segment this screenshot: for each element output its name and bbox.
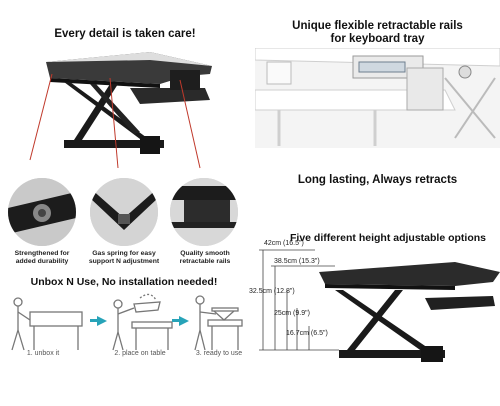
detail-panel: Every detail is taken care! [0,0,245,170]
height-label-42: 42cm (16.5") [264,240,304,247]
detail-caption-2-line1: Gas spring for easy [92,250,156,257]
step-arrow-1-line [90,319,98,322]
step-arrow-2-line [172,319,180,322]
rails-image [255,48,500,148]
rails-title-line1: Unique flexible retractable rails [292,20,463,32]
detail-caption-2: Gas spring for easy support N adjustment [80,250,168,266]
step-arrow-1 [97,315,107,326]
install-steps-illustration [11,293,243,351]
detail-circle-spring [90,178,158,246]
detail-caption-2-line2: support N adjustment [88,258,160,265]
rails-closeup-image [170,178,238,246]
install-title: Unbox N Use, No installation needed! [30,276,218,288]
height-label-38: 38.5cm (15.3") [274,258,320,265]
detail-circle-rails [170,178,238,246]
step-arrow-2 [179,315,189,326]
install-step-2: 2. place on table [114,350,166,357]
rails-title: Unique flexible retractable rails for ke… [255,20,500,46]
retract-title: Long lasting, Always retracts [297,174,458,186]
detail-caption-1: Strengthened for added durability [0,250,84,266]
frame-closeup-image [8,178,76,246]
gas-spring-closeup-image [90,178,158,246]
detail-caption-3-line2: retractable rails [179,258,231,265]
detail-caption-1-line2: added durability [15,258,69,265]
rails-title-line2: for keyboard tray [330,33,425,45]
height-label-25: 25cm (9.9") [274,310,310,317]
detail-caption-3-line1: Quality smooth [180,250,230,257]
height-label-16: 16.7cm (6.5") [286,330,328,337]
desk-converter-image [29,52,212,169]
detail-circle-frame [8,178,76,246]
detail-caption-1-line1: Strengthened for [14,250,70,257]
detail-caption-3: Quality smooth retractable rails [164,250,246,266]
install-step-1: 1. unbox it [26,350,60,357]
height-label-32: 32.5cm (12.8") [249,288,295,295]
height-desk-image [259,249,500,362]
install-step-3: 3. ready to use [195,350,243,357]
heights-title: Five different height adjustable options [290,232,487,244]
detail-panel-title: Every detail is taken care! [54,28,196,40]
